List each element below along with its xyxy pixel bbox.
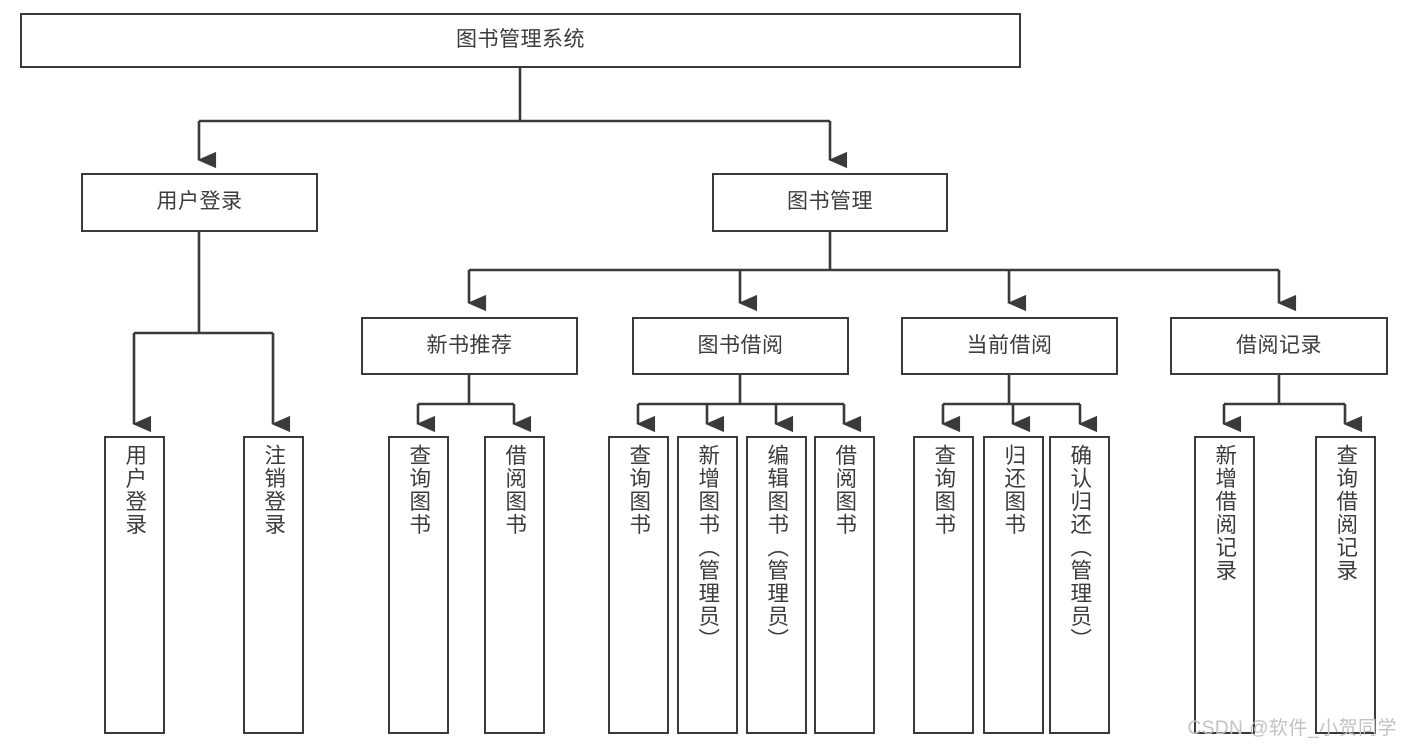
node-label: 新书推荐 [426, 333, 513, 357]
leaf-logout-login[interactable]: 注销登录 [243, 436, 304, 734]
leaf-query-record[interactable]: 查询借阅记录 [1315, 436, 1376, 734]
watermark: CSDN @软件_小贺同学 [1187, 718, 1397, 739]
node-label: 确认归还（管理员） [1067, 444, 1092, 651]
node-label: 查询图书 [406, 444, 431, 536]
node-label: 查询图书 [626, 444, 651, 536]
node-user-login[interactable]: 用户登录 [81, 173, 318, 232]
node-label: 用户登录 [156, 190, 243, 214]
node-label: 查询图书 [931, 444, 956, 536]
leaf-edit-book[interactable]: 编辑图书（管理员） [746, 436, 807, 734]
leaf-add-book[interactable]: 新增图书（管理员） [677, 436, 738, 734]
node-label: 借阅图书 [832, 444, 857, 536]
node-label: 图书借阅 [697, 333, 784, 357]
node-label: 用户登录 [122, 444, 147, 536]
node-new-book-recommend[interactable]: 新书推荐 [361, 317, 578, 375]
node-label: 借阅记录 [1236, 333, 1322, 357]
leaf-query-book-3[interactable]: 查询图书 [913, 436, 974, 734]
node-label: 图书管理系统 [456, 28, 585, 52]
node-book-management-system[interactable]: 图书管理系统 [20, 13, 1021, 68]
node-book-borrow[interactable]: 图书借阅 [632, 317, 849, 375]
leaf-return-book[interactable]: 归还图书 [983, 436, 1044, 734]
node-label: 编辑图书（管理员） [764, 444, 789, 651]
node-label: 归还图书 [1001, 444, 1026, 536]
leaf-borrow-book-2[interactable]: 借阅图书 [814, 436, 875, 734]
node-current-borrow[interactable]: 当前借阅 [901, 317, 1118, 375]
node-borrow-record[interactable]: 借阅记录 [1170, 317, 1388, 375]
node-label: 图书管理 [787, 190, 873, 214]
leaf-query-book-2[interactable]: 查询图书 [608, 436, 669, 734]
leaf-query-book-1[interactable]: 查询图书 [388, 436, 449, 734]
node-label: 借阅图书 [502, 444, 527, 536]
node-book-management[interactable]: 图书管理 [712, 173, 948, 232]
leaf-add-record[interactable]: 新增借阅记录 [1194, 436, 1255, 734]
leaf-borrow-book-1[interactable]: 借阅图书 [484, 436, 545, 734]
leaf-confirm-return[interactable]: 确认归还（管理员） [1049, 436, 1110, 734]
node-label: 新增图书（管理员） [695, 444, 720, 651]
node-label: 查询借阅记录 [1333, 444, 1358, 582]
leaf-user-login[interactable]: 用户登录 [104, 436, 165, 734]
node-label: 注销登录 [261, 444, 286, 536]
node-label: 新增借阅记录 [1212, 444, 1237, 582]
node-label: 当前借阅 [966, 333, 1053, 357]
